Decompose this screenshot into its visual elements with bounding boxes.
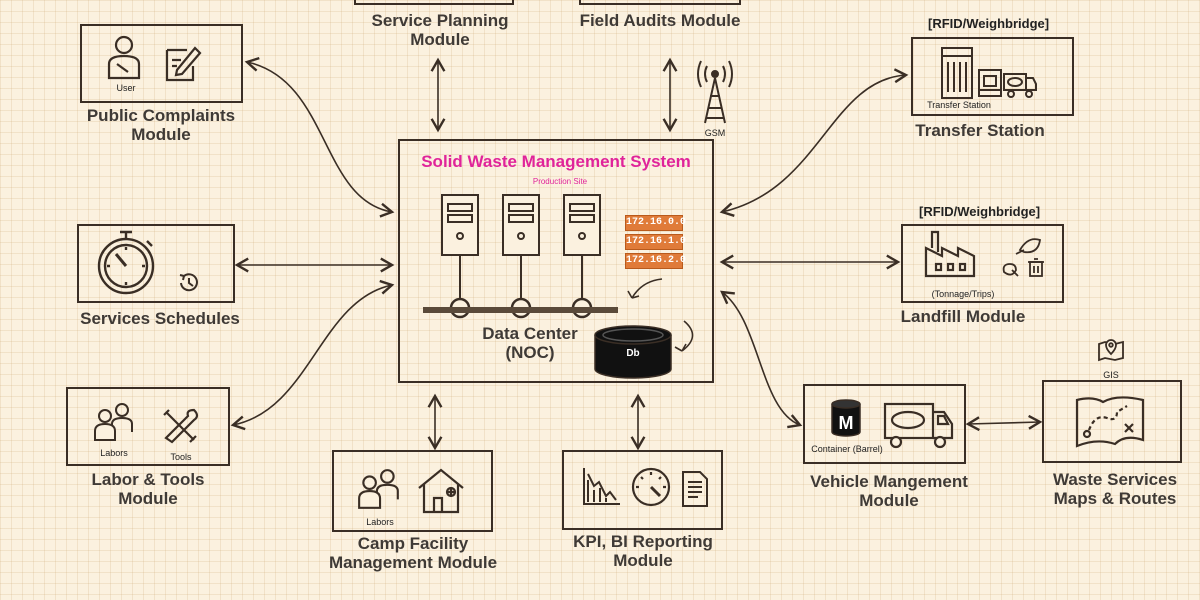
labor-tools-label: Labor & Tools Module — [91, 470, 205, 508]
organic-waste-icon — [1002, 238, 1044, 277]
ip-badge-2: 172.16.1.0 — [625, 234, 686, 250]
ip-badge-3: 172.16.2.0 — [625, 253, 686, 269]
tonnage-label: (Tonnage/Trips) — [931, 289, 995, 299]
transfer-station-box[interactable] — [911, 37, 1074, 116]
service-planning-box[interactable] — [354, 0, 514, 5]
edit-document-icon — [165, 46, 202, 82]
kpi-bi-label: KPI, BI Reporting Module — [573, 532, 713, 570]
landfill-label: Landfill Module — [900, 307, 1026, 326]
gauge-icon — [631, 467, 671, 507]
data-center-label: Data Center (NOC) — [482, 324, 578, 362]
chart-down-icon — [583, 468, 620, 505]
tools-label: Tools — [170, 452, 192, 462]
kpi-bi-box[interactable] — [562, 450, 723, 530]
arrow-vehicle — [720, 290, 803, 429]
stopwatch-icon — [97, 230, 155, 295]
system-title: Solid Waste Management System — [421, 152, 691, 171]
services-schedules-box[interactable] — [77, 224, 235, 303]
gsm-tower-icon — [697, 60, 733, 124]
rfid-transfer-tag: [RFID/Weighbridge] — [928, 16, 1050, 31]
camp-facility-box[interactable] — [332, 450, 493, 532]
vehicle-box[interactable] — [803, 384, 966, 464]
production-site-label: Production Site — [532, 177, 588, 186]
building-icon — [941, 47, 973, 99]
gsm-label: GSM — [704, 128, 726, 138]
history-icon — [179, 273, 198, 292]
arrow-public-complaints — [244, 56, 395, 218]
sync-arrow-icon — [627, 278, 694, 352]
truck-icon — [1003, 73, 1037, 98]
data-center-box[interactable] — [398, 139, 714, 383]
labors-camp-label: Labors — [366, 517, 394, 527]
arrow-labor-tools — [230, 279, 395, 431]
transfer-station-label: Transfer Station — [915, 121, 1045, 140]
gis-label: GIS — [1103, 370, 1119, 380]
arrow-transfer-station — [719, 68, 909, 217]
container-label: Container (Barrel) — [811, 444, 883, 454]
labors-camp-icon — [358, 469, 399, 509]
field-audits-box[interactable] — [579, 0, 741, 5]
svg-text:M: M — [839, 413, 854, 433]
database-icon — [594, 325, 672, 379]
server-1-icon — [441, 194, 479, 319]
server-2-icon — [502, 194, 540, 319]
maps-box[interactable] — [1042, 380, 1182, 463]
gis-map-pin-icon — [1098, 339, 1124, 362]
report-icon — [682, 471, 708, 507]
transfer-station-icon-label: Transfer Station — [927, 100, 991, 110]
services-schedules-label: Services Schedules — [80, 309, 240, 328]
service-planning-label: Service Planning Module — [371, 11, 509, 49]
landfill-box[interactable] — [901, 224, 1064, 303]
maps-label: Waste Services Maps & Routes — [1052, 470, 1178, 508]
route-map-icon — [1075, 396, 1145, 448]
camp-facility-label: Camp Facility Management Module — [328, 534, 498, 572]
house-icon — [418, 468, 464, 514]
server-network-icon — [423, 194, 618, 319]
factory-icon — [924, 230, 976, 278]
labors-icon — [94, 403, 133, 441]
server-3-icon — [563, 194, 601, 319]
weighbridge-icon — [978, 69, 1002, 97]
db-label: Db — [626, 348, 640, 359]
public-complaints-label: Public Complaints Module — [86, 106, 236, 144]
user-label: User — [116, 83, 136, 93]
labor-tools-box[interactable] — [66, 387, 230, 466]
arrow-maps — [965, 414, 1043, 432]
field-audits-label: Field Audits Module — [579, 11, 741, 30]
container-barrel-icon: M — [831, 399, 861, 437]
user-icon — [107, 35, 141, 80]
ip-badge-1: 172.16.0.0 — [625, 215, 686, 231]
rfid-landfill-tag: [RFID/Weighbridge] — [919, 204, 1041, 219]
labors-label: Labors — [100, 448, 128, 458]
tools-icon — [163, 408, 199, 444]
vehicle-label: Vehicle Mangement Module — [810, 472, 968, 510]
public-complaints-box[interactable] — [80, 24, 243, 103]
garbage-truck-icon — [883, 402, 954, 449]
